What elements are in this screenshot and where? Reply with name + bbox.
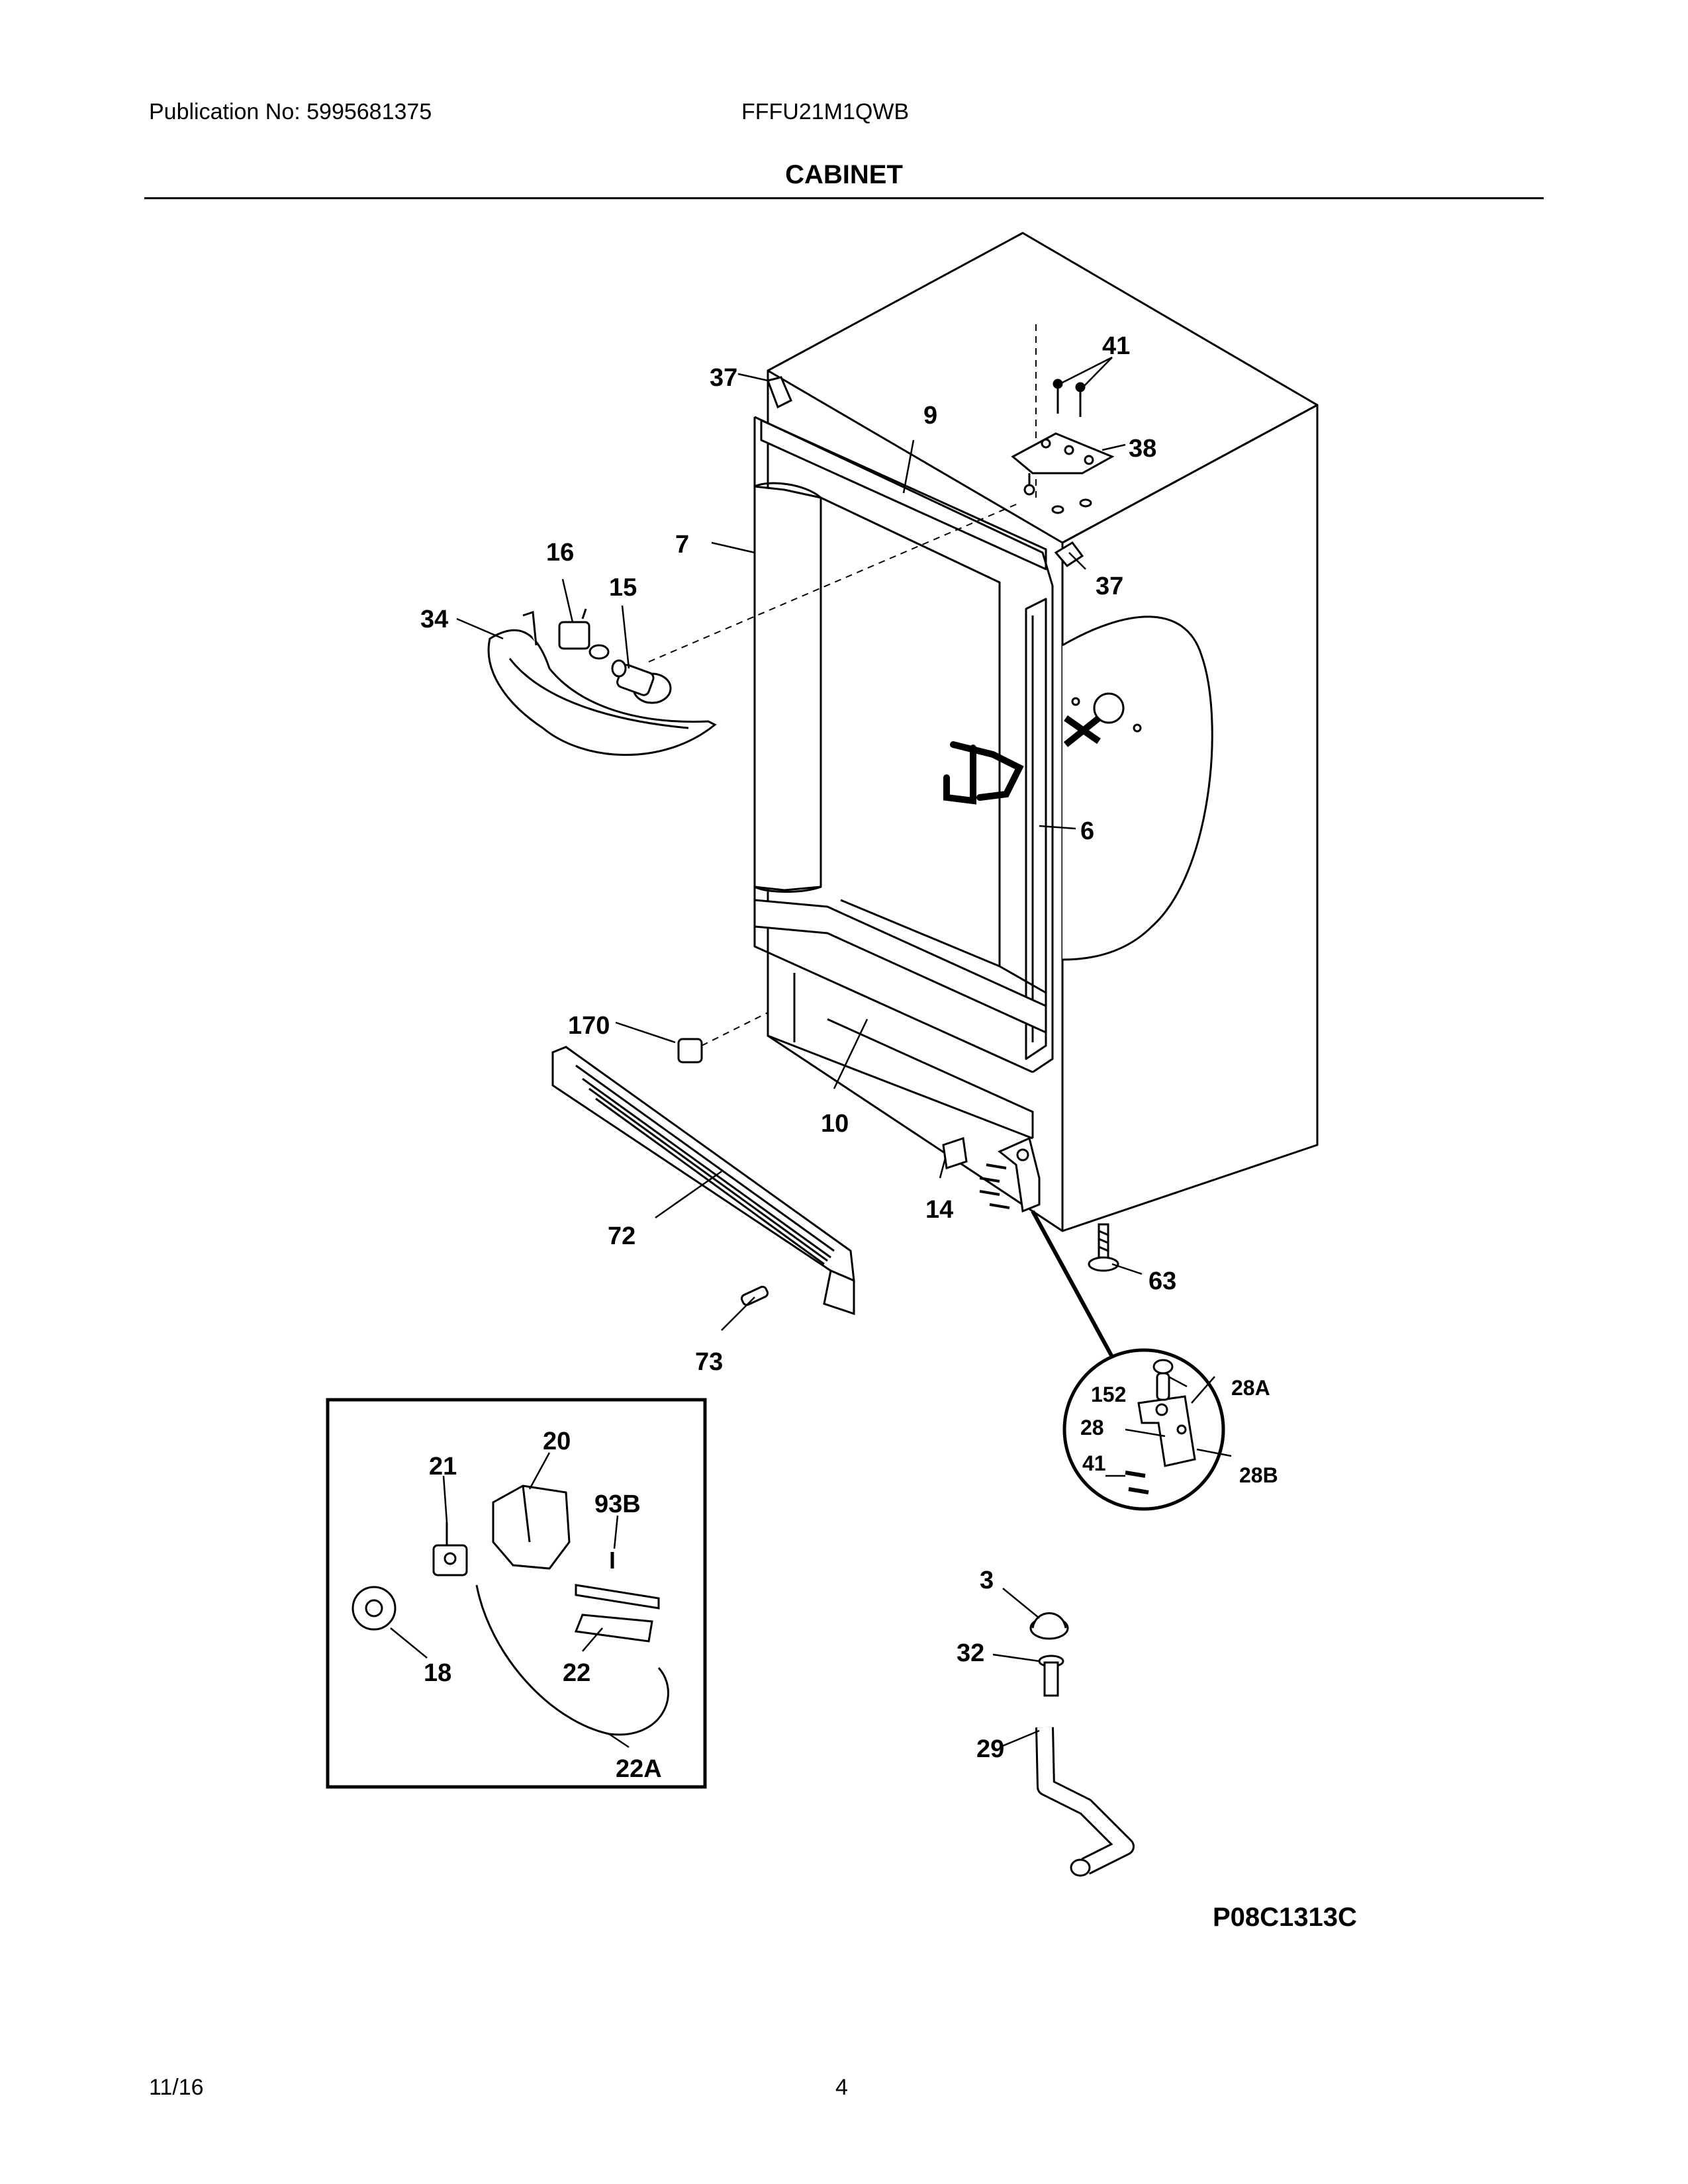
control-parts bbox=[352, 1484, 660, 1643]
detail-callout-28: 28 bbox=[1080, 1416, 1104, 1439]
inset-callout-21: 21 bbox=[429, 1453, 457, 1480]
hinge-detail-circle bbox=[1062, 1348, 1225, 1511]
callout-6: 6 bbox=[1080, 817, 1094, 845]
callout-41: 41 bbox=[1102, 332, 1130, 360]
bottom-hinge-bracket bbox=[942, 1136, 1041, 1213]
callout-72: 72 bbox=[608, 1222, 635, 1250]
callout-37-top-right: 37 bbox=[1096, 572, 1123, 600]
callout-15: 15 bbox=[609, 574, 637, 602]
hinge-cover-top-left bbox=[767, 376, 792, 409]
callout-63: 63 bbox=[1149, 1267, 1176, 1295]
callout-29: 29 bbox=[976, 1735, 1004, 1763]
inset-callout-93B: 93B bbox=[594, 1490, 641, 1518]
detail-callout-152: 152 bbox=[1091, 1383, 1126, 1406]
light-socket bbox=[558, 608, 610, 660]
leader-lines bbox=[390, 356, 1232, 1749]
toe-grille bbox=[551, 1046, 855, 1316]
liner-frame bbox=[753, 416, 1054, 1073]
page-number: 4 bbox=[835, 2075, 848, 2100]
callout-14: 14 bbox=[925, 1196, 953, 1224]
light-shield bbox=[487, 610, 717, 756]
inset-callout-20: 20 bbox=[543, 1428, 571, 1455]
drain-parts bbox=[1029, 1612, 1135, 1877]
detail-callout-41: 41 bbox=[1082, 1451, 1106, 1475]
top-hinge bbox=[1011, 324, 1115, 514]
callout-73: 73 bbox=[695, 1348, 723, 1376]
model-number: FFFU21M1QWB bbox=[741, 99, 910, 124]
callout-34: 34 bbox=[420, 606, 448, 633]
sensor-capillary bbox=[475, 1584, 669, 1736]
callout-37-top-left: 37 bbox=[710, 364, 737, 392]
grille-screw bbox=[740, 1285, 769, 1306]
callout-3: 3 bbox=[980, 1567, 994, 1594]
switch-170 bbox=[677, 1038, 703, 1064]
detail-callout-28A: 28A bbox=[1231, 1376, 1270, 1400]
callout-9: 9 bbox=[923, 402, 937, 430]
cabinet-base bbox=[767, 966, 1034, 1140]
leveling-leg bbox=[1088, 1223, 1119, 1272]
detail-leader-line bbox=[1031, 1210, 1114, 1358]
callout-10: 10 bbox=[821, 1110, 849, 1138]
callout-32: 32 bbox=[957, 1639, 984, 1667]
header-rule bbox=[144, 197, 1544, 199]
inset-callout-22: 22 bbox=[563, 1659, 590, 1687]
light-bulb bbox=[611, 659, 672, 704]
inset-callout-22A: 22A bbox=[616, 1755, 662, 1783]
publication-date: 11/16 bbox=[149, 2075, 204, 2100]
bottom-screws bbox=[979, 1163, 1010, 1209]
callout-16: 16 bbox=[546, 539, 574, 567]
light-guide-line bbox=[648, 502, 1020, 662]
detail-callout-28B: 28B bbox=[1239, 1463, 1278, 1487]
callout-170: 170 bbox=[568, 1012, 610, 1040]
callout-38: 38 bbox=[1129, 435, 1156, 463]
publication-number: Publication No: 5995681375 bbox=[149, 99, 432, 124]
section-title: CABINET bbox=[785, 160, 903, 189]
callout-7: 7 bbox=[675, 531, 689, 559]
control-inset-box bbox=[326, 1398, 707, 1789]
figure-code: P08C1313C bbox=[1213, 1903, 1357, 1932]
callout-labels: 37 9 41 38 7 37 16 15 34 6 170 10 14 72 … bbox=[420, 332, 1357, 1932]
inset-callout-18: 18 bbox=[424, 1659, 451, 1687]
wire-harness bbox=[943, 741, 1024, 805]
